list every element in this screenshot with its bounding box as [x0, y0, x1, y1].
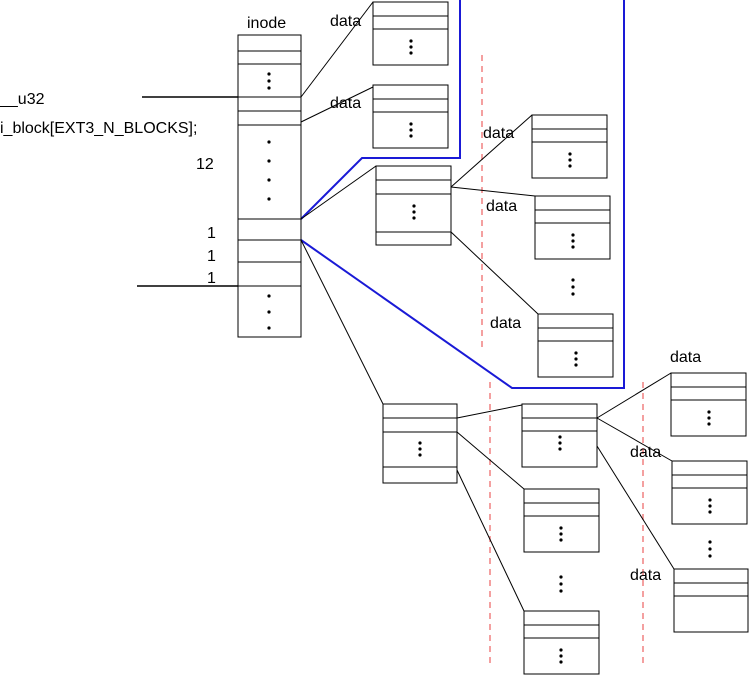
- single-to-data-3: [450, 231, 539, 315]
- data-label-double-1: data: [670, 349, 701, 366]
- double-data-block-1: [670, 372, 747, 437]
- double-to-l2-1: [456, 404, 523, 419]
- block-ellipsis: [409, 39, 712, 664]
- count-double-indirect-label: 1: [207, 248, 216, 265]
- data-label-single-3: data: [490, 315, 521, 332]
- data-label-direct-2: data: [330, 95, 361, 112]
- iblock-label: i_block[EXT3_N_BLOCKS];: [0, 120, 197, 137]
- inode-outline: [237, 34, 302, 338]
- single-data-block-1: [531, 114, 608, 179]
- single-to-data-2: [450, 186, 536, 197]
- text-labels: inode __u32 i_block[EXT3_N_BLOCKS]; 12 1…: [0, 13, 701, 584]
- blocks: [372, 1, 749, 675]
- inode-table: [237, 34, 302, 338]
- double-l2-block-2: [523, 488, 600, 553]
- data-label-double-3: data: [630, 567, 661, 584]
- double-indirect-link: [300, 239, 384, 405]
- direct-link-2: [300, 86, 374, 123]
- blue-path-lower: [300, 0, 625, 389]
- single-to-data-1: [450, 114, 533, 188]
- inode-ellipsis: [267, 72, 271, 330]
- l2-to-data-2: [596, 417, 673, 462]
- u32-label: __u32: [0, 91, 45, 108]
- double-data-block-2: [671, 460, 748, 525]
- single-data-block-3: [537, 313, 614, 378]
- l2-to-data-3: [596, 445, 675, 570]
- single-indirect-boundary: [300, 0, 625, 389]
- count-direct-label: 12: [196, 156, 214, 173]
- double-to-l2-2: [456, 431, 525, 490]
- l2-to-data-1: [596, 372, 672, 419]
- single-data-block-2: [534, 195, 611, 260]
- level-separators: [481, 55, 644, 666]
- inode-label: inode: [247, 15, 286, 32]
- double-l2-block-3: [523, 610, 600, 675]
- data-label-single-2: data: [486, 198, 517, 215]
- blue-path-upper: [300, 0, 461, 220]
- direct-data-block-1: [372, 1, 449, 66]
- data-label-direct-1: data: [330, 13, 361, 30]
- data-label-single-1: data: [483, 125, 514, 142]
- double-data-block-3: [673, 568, 749, 633]
- direct-data-block-2: [372, 84, 449, 149]
- single-indirect-link: [300, 165, 377, 220]
- data-label-double-2: data: [630, 444, 661, 461]
- double-to-l2-3: [456, 469, 525, 612]
- count-triple-indirect-label: 1: [207, 270, 216, 287]
- direct-link-1: [300, 1, 374, 98]
- count-single-indirect-label: 1: [207, 225, 216, 242]
